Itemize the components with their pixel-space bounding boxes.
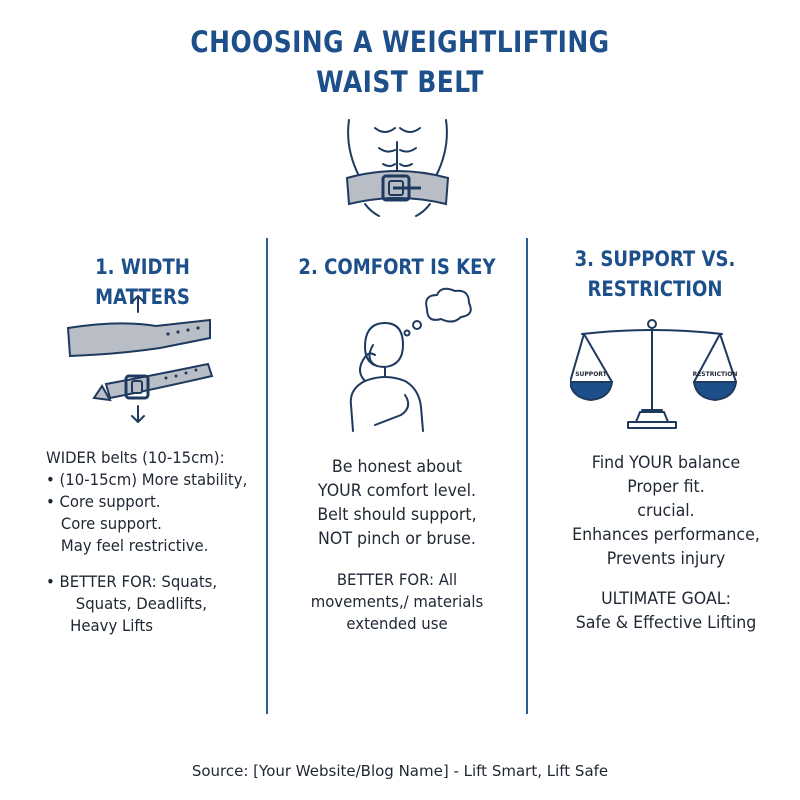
text-line: Find YOUR balance [591,453,741,473]
column-3-heading: 3. SUPPORT VS. RESTRICTION [556,244,754,304]
page-title: CHOOSING A WEIGHTLIFTING WAIST BELT [56,22,744,102]
divider-left [266,238,268,714]
text-line: Safe & Effective Lifting [575,613,757,633]
column-2-heading-line: 2. COMFORT IS KEY [298,255,496,279]
title-line-2: WAIST BELT [316,65,484,99]
column-1-heading-line: 1. WIDTH MATTERS [95,255,190,309]
text-line: ULTIMATE GOAL: [601,589,731,609]
divider-right [526,238,528,714]
text-line: Core support. [60,514,162,533]
column-2-heading: 2. COMFORT IS KEY [298,252,496,282]
text-line: Prevents injury [606,549,726,569]
text-line: Belt should support, [317,505,477,525]
belt-width-icon [66,295,214,423]
text-line: Enhances performance, [572,525,760,545]
balance-scale: SUPPORT RESTRICTION [570,310,740,435]
title-line-1: CHOOSING A WEIGHTLIFTING [190,25,610,59]
column-1-text: WIDER belts (10-15cm): • (10-15cm) More … [46,447,247,637]
balance-scale-icon [570,319,738,429]
text-line: May feel restrictive. [60,536,209,555]
column-1-heading: 1. WIDTH MATTERS [46,252,240,312]
text-line: NOT pinch or bruse. [318,529,476,549]
text-line: Heavy Lifts [70,616,153,635]
text-line: Squats, Deadlifts, [75,594,207,613]
column-3-heading-line-1: 3. SUPPORT VS. [574,247,736,271]
text-line: Proper fit. [627,477,705,497]
text-line: extended use [346,614,448,633]
text-line: • (10-15cm) More stability, [46,470,248,489]
source-footer: Source: [Your Website/Blog Name] - Lift … [191,762,609,780]
column-2-text: Be honest about YOUR comfort level. Belt… [294,455,500,635]
text-line: BETTER FOR: All [336,570,458,589]
text-line: crucial. [637,501,695,521]
text-line: • Core support. [46,492,161,511]
torso-belt-icon [345,119,450,217]
column-3-heading-line-2: RESTRICTION [587,277,723,301]
scale-label-restriction: RESTRICTION [692,371,738,378]
thinking-person-icon [349,287,472,432]
text-line: YOUR comfort level. [317,481,477,501]
text-line: Be honest about [331,457,463,477]
text-line: WIDER belts (10-15cm): [46,448,225,467]
column-3-text: Find YOUR balance Proper fit. crucial. E… [556,451,775,635]
text-line: • BETTER FOR: Squats, [46,572,218,591]
scale-label-support: SUPPORT [575,371,607,378]
text-line: movements,/ materials [310,592,484,611]
